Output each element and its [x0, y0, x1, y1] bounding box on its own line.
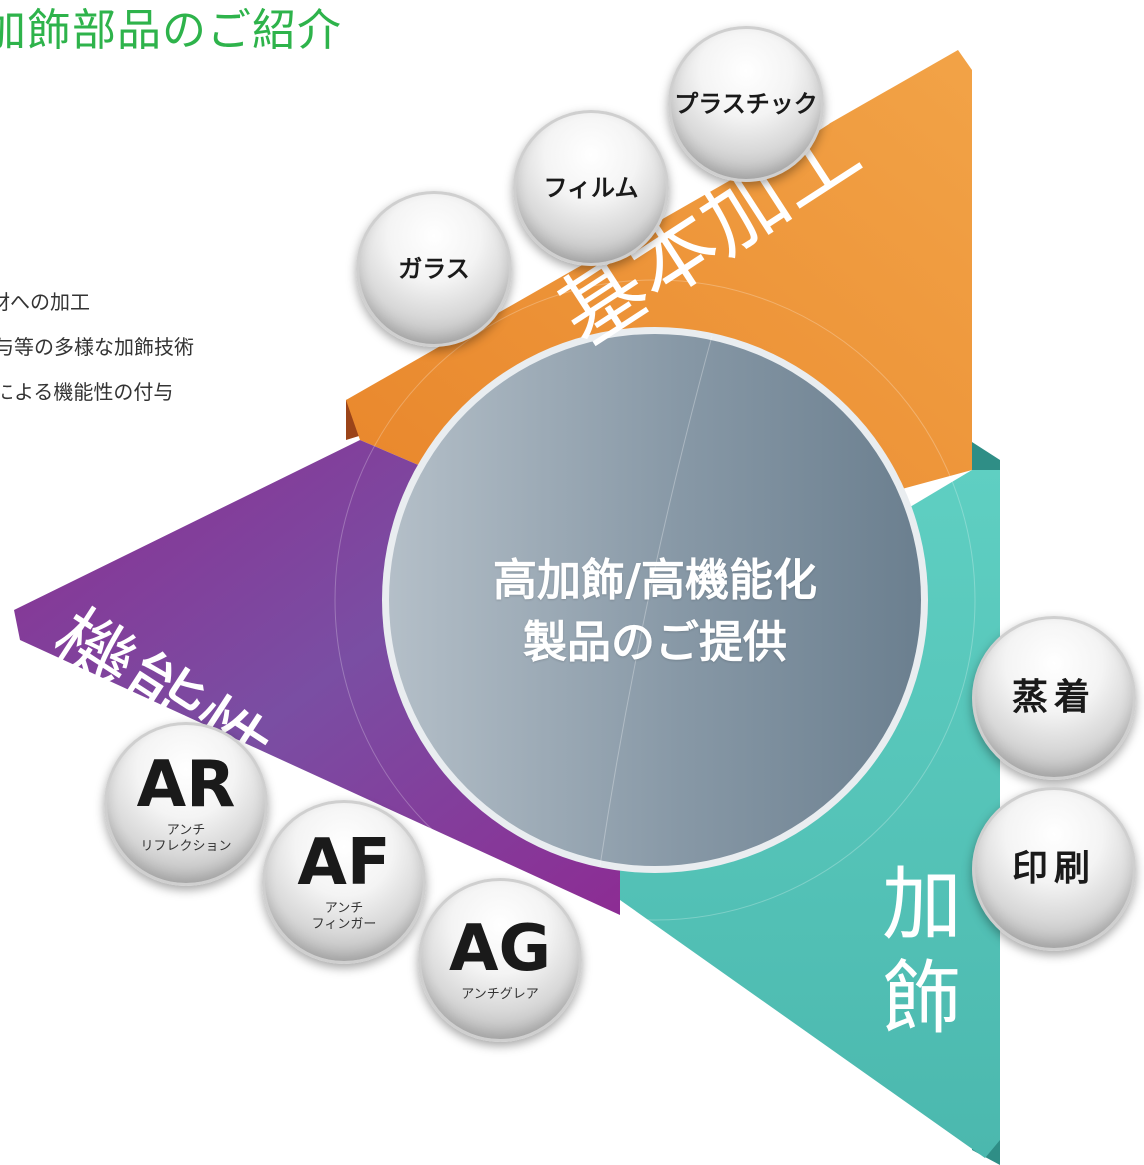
orb-insatsu: 印刷 [972, 787, 1136, 951]
segment-label-kashoku: 加 飾 [872, 858, 972, 1046]
center-caption: 高加飾/高機能化 製品のご提供 [425, 550, 885, 674]
feature-item: による機能性の付与 [0, 380, 174, 404]
orb-ag-label: AG [448, 912, 552, 986]
orb-ar-sub1: アンチ [166, 823, 206, 838]
orb-ag-sub1: アンチグレア [461, 987, 539, 1002]
orb-ar-sub2: リフレクション [140, 839, 232, 854]
orb-insatsu-label: 印刷 [1011, 848, 1096, 889]
orb-af-sub1: アンチ [324, 901, 364, 916]
center-circle-inner [389, 334, 921, 866]
feature-list: 材への加工 与等の多様な加飾技術 による機能性の付与 [0, 280, 194, 415]
orb-ar-label: AR [136, 748, 236, 822]
orb-plastic-label: プラスチック [674, 90, 818, 118]
segment-label-kashoku-bottom: 飾 [882, 952, 962, 1045]
center-caption-line1: 高加飾/高機能化 [492, 555, 818, 606]
orb-jouchaku-label: 蒸着 [1011, 677, 1096, 718]
feature-item: 与等の多様な加飾技術 [0, 335, 194, 359]
orb-af: AF アンチ フィンガー [262, 800, 426, 964]
orb-af-label: AF [297, 826, 391, 900]
orb-plastic: プラスチック [668, 26, 824, 182]
orb-af-sub2: フィンガー [311, 917, 377, 932]
orb-ag: AG アンチグレア [418, 878, 582, 1042]
page-title: 加飾部品のご紹介 [0, 5, 342, 56]
orb-ar: AR アンチ リフレクション [104, 722, 268, 886]
center-caption-line2: 製品のご提供 [523, 617, 787, 668]
orb-glass-label: ガラス [398, 255, 470, 283]
orb-jouchaku: 蒸着 [972, 616, 1136, 780]
center-divider [599, 335, 713, 867]
orb-film-label: フィルム [543, 174, 639, 202]
guide-ring [334, 279, 976, 921]
feature-item: 材への加工 [0, 290, 90, 314]
segment-label-kashoku-top: 加 [882, 858, 962, 951]
orb-film: フィルム [513, 110, 669, 266]
orb-glass: ガラス [356, 191, 512, 347]
